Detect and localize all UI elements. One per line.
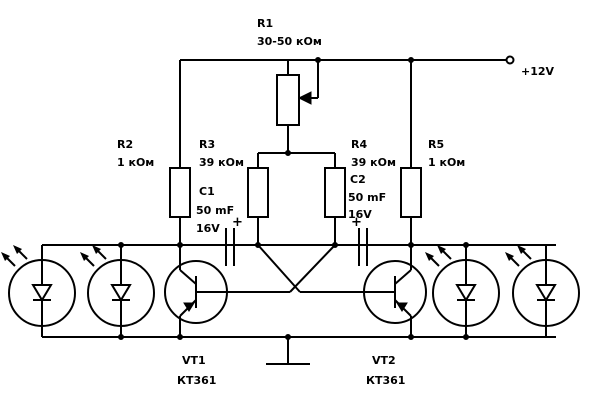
c2-capacitor: + C2 50 mF 16V [348, 173, 386, 266]
r1-potentiometer: R1 30-50 кОм [257, 17, 322, 126]
vt1-name-label: VT1 [182, 354, 206, 367]
led-icon [424, 244, 500, 327]
r4-resistor: R4 39 кОм [324, 138, 396, 218]
resistor-icon [324, 167, 346, 218]
capacitor-icon [225, 228, 235, 266]
c2-cap-label: 50 mF [348, 191, 386, 204]
led-3 [424, 244, 500, 327]
c2-volt-label: 16V [348, 208, 372, 221]
terminal-icon [505, 55, 515, 65]
r4-value-label: 39 кОм [351, 156, 396, 169]
c2-plus-label: + [351, 215, 362, 230]
r5-resistor: R5 1 кОм [400, 138, 465, 218]
led-icon [0, 244, 76, 327]
r2-name-label: R2 [117, 138, 133, 151]
c1-name-label: C1 [199, 185, 215, 198]
r3-value-label: 39 кОм [199, 156, 244, 169]
led-icon [504, 244, 580, 327]
c1-plus-label: + [232, 215, 243, 230]
resistor-icon [169, 167, 191, 218]
pnp-transistor-icon [164, 260, 228, 324]
supply-label: +12V [521, 65, 555, 78]
led-4 [504, 244, 580, 327]
junction-dots [118, 57, 469, 340]
wiring [41, 59, 556, 364]
c1-capacitor: + C1 50 mF 16V [196, 185, 243, 266]
r3-resistor: R3 39 кОм [199, 138, 269, 218]
pnp-transistor-icon [363, 260, 427, 324]
capacitor-icon [358, 228, 368, 266]
c1-volt-label: 16V [196, 222, 220, 235]
c2-name-label: C2 [350, 173, 366, 186]
led-1 [0, 244, 76, 327]
r2-resistor: R2 1 кОм [117, 138, 191, 218]
r3-name-label: R3 [199, 138, 215, 151]
r1-name-label: R1 [257, 17, 273, 30]
potentiometer-icon [276, 74, 300, 126]
r4-name-label: R4 [351, 138, 367, 151]
led-icon [79, 244, 155, 327]
vt1-transistor: VT1 КТ361 [164, 260, 228, 387]
vt2-type-label: КТ361 [366, 374, 405, 387]
vt2-name-label: VT2 [372, 354, 396, 367]
r2-value-label: 1 кОм [117, 156, 154, 169]
supply-terminal: +12V [505, 55, 555, 78]
vt2-transistor: VT2 КТ361 [363, 260, 427, 387]
resistor-icon [247, 167, 269, 218]
resistor-icon [400, 167, 422, 218]
r1-value-label: 30-50 кОм [257, 35, 322, 48]
r5-value-label: 1 кОм [428, 156, 465, 169]
r5-name-label: R5 [428, 138, 444, 151]
led-2 [79, 244, 155, 327]
c1-cap-label: 50 mF [196, 204, 234, 217]
vt1-type-label: КТ361 [177, 374, 216, 387]
